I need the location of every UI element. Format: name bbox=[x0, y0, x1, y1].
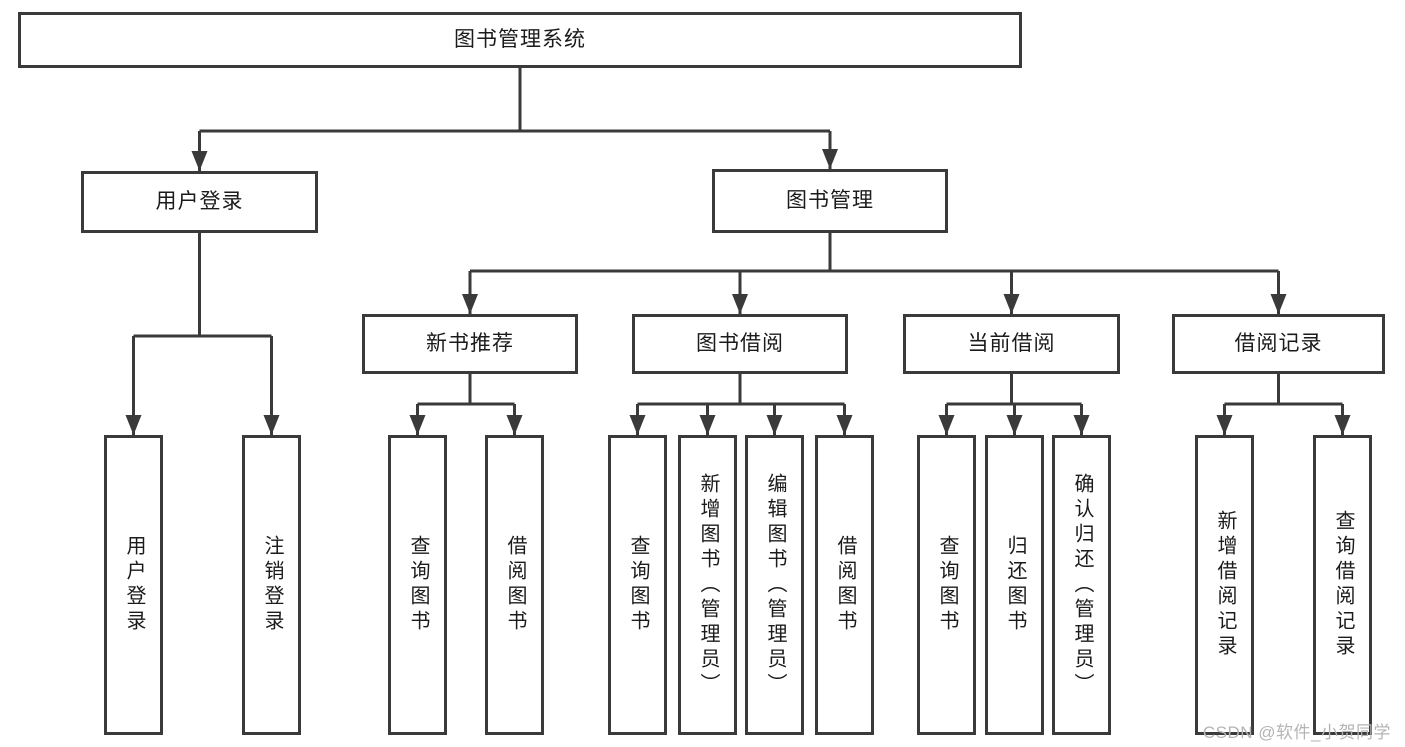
diagram-node-leaf-query-book-1: 查询图书 bbox=[388, 435, 447, 735]
node-label: 用户登录 bbox=[123, 535, 145, 635]
connector-arrowhead bbox=[629, 415, 646, 435]
diagram-node-leaf-add-book: 新增图书（管理员） bbox=[678, 435, 737, 735]
node-label: 用户登录 bbox=[155, 190, 244, 214]
diagram-node-leaf-query-book-2: 查询图书 bbox=[608, 435, 667, 735]
connector-arrowhead bbox=[699, 415, 716, 435]
diagram-node-book-borrow: 图书借阅 bbox=[632, 314, 848, 374]
node-label: 查询借阅记录 bbox=[1332, 510, 1354, 660]
diagram-node-current-borrow: 当前借阅 bbox=[903, 314, 1120, 374]
node-label: 图书管理系统 bbox=[454, 28, 586, 52]
diagram-node-leaf-query-record: 查询借阅记录 bbox=[1313, 435, 1372, 735]
node-label: 图书借阅 bbox=[696, 332, 784, 356]
diagram-node-leaf-logout: 注销登录 bbox=[242, 435, 301, 735]
diagram-node-leaf-query-book-3: 查询图书 bbox=[917, 435, 976, 735]
node-label: 查询图书 bbox=[627, 535, 649, 635]
connector-arrowhead bbox=[1334, 415, 1351, 435]
connector-arrowhead bbox=[1216, 415, 1233, 435]
diagram-node-leaf-user-login: 用户登录 bbox=[104, 435, 163, 735]
connector-arrowhead bbox=[462, 294, 478, 314]
diagram-node-leaf-borrow-book-1: 借阅图书 bbox=[485, 435, 544, 735]
node-label: 归还图书 bbox=[1004, 535, 1026, 635]
diagram-node-new-book-rec: 新书推荐 bbox=[362, 314, 578, 374]
diagram-node-leaf-borrow-book-2: 借阅图书 bbox=[815, 435, 874, 735]
connector-arrowhead bbox=[1270, 294, 1287, 314]
node-label: 注销登录 bbox=[261, 535, 283, 635]
node-label: 查询图书 bbox=[407, 535, 429, 635]
node-label: 新增借阅记录 bbox=[1214, 510, 1236, 660]
connector-arrowhead bbox=[1073, 415, 1090, 435]
connector-arrowhead bbox=[766, 415, 783, 435]
diagram-node-user-login: 用户登录 bbox=[81, 171, 318, 233]
node-label: 当前借阅 bbox=[967, 332, 1056, 356]
connector-arrowhead bbox=[836, 415, 853, 435]
diagram-node-leaf-return-book: 归还图书 bbox=[985, 435, 1044, 735]
watermark-label: CSDN @软件_小贺同学 bbox=[1202, 723, 1391, 742]
node-label: 新增图书（管理员） bbox=[697, 472, 719, 698]
diagram-node-root: 图书管理系统 bbox=[18, 12, 1022, 68]
node-label: 新书推荐 bbox=[426, 332, 514, 356]
diagram-node-leaf-add-record: 新增借阅记录 bbox=[1195, 435, 1254, 735]
connector-arrowhead bbox=[125, 415, 142, 435]
diagram-node-leaf-edit-book: 编辑图书（管理员） bbox=[745, 435, 804, 735]
diagram-node-borrow-record: 借阅记录 bbox=[1172, 314, 1385, 374]
connector-arrowhead bbox=[822, 149, 838, 169]
connector-arrowhead bbox=[732, 294, 748, 314]
connector-arrowhead bbox=[938, 415, 955, 435]
connector-arrowhead bbox=[506, 415, 523, 435]
node-label: 借阅记录 bbox=[1234, 332, 1323, 356]
node-label: 查询图书 bbox=[936, 535, 958, 635]
connector-arrowhead bbox=[263, 415, 280, 435]
connector-arrowhead bbox=[409, 415, 426, 435]
node-label: 图书管理 bbox=[786, 189, 874, 213]
connector-arrowhead bbox=[1003, 294, 1020, 314]
node-label: 编辑图书（管理员） bbox=[764, 472, 786, 698]
connector-arrowhead bbox=[1006, 415, 1023, 435]
node-label: 确认归还（管理员） bbox=[1071, 472, 1093, 698]
node-label: 借阅图书 bbox=[834, 535, 856, 635]
diagram-node-book-manage: 图书管理 bbox=[712, 169, 948, 233]
node-label: 借阅图书 bbox=[504, 535, 526, 635]
connector-arrowhead bbox=[191, 151, 208, 171]
diagram-node-leaf-confirm-return: 确认归还（管理员） bbox=[1052, 435, 1111, 735]
